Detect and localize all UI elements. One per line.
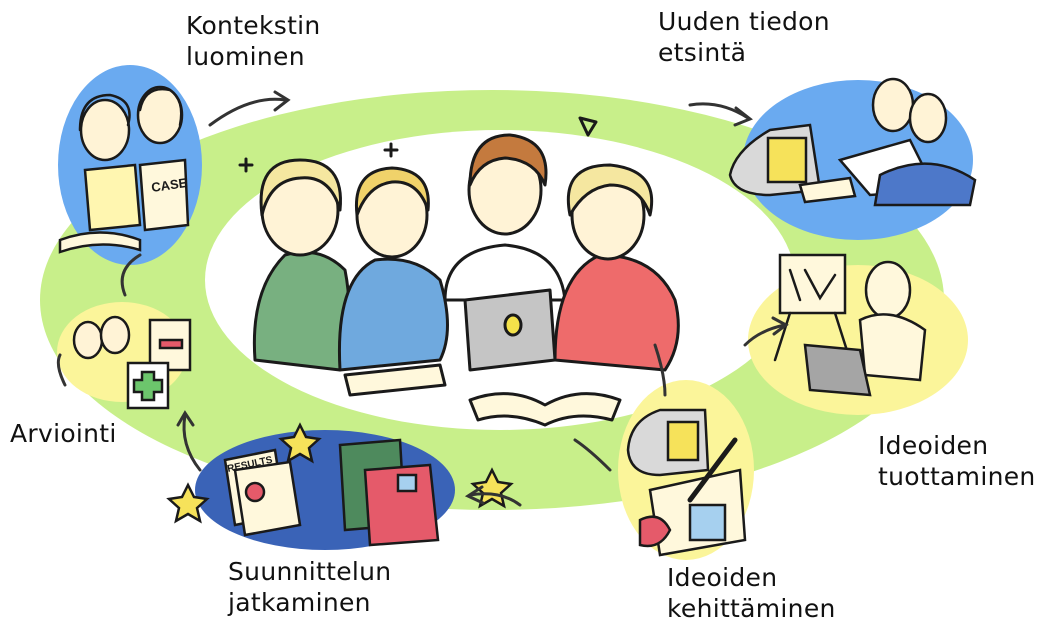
develop-illustration <box>626 408 747 557</box>
case-sign-text: CASE <box>150 175 188 195</box>
stage-label-search: Uuden tiedon etsintä <box>658 7 830 67</box>
stage-label-context: Kontekstin luominen <box>186 11 321 71</box>
context-illustration <box>58 85 190 254</box>
group-illustration <box>238 116 680 427</box>
stage-label-develop: Ideoiden kehittäminen <box>667 563 836 623</box>
evaluate-illustration <box>72 315 192 410</box>
stage-label-plan: Suunnittelun jatkaminen <box>228 557 392 617</box>
cycle-arrows <box>56 90 789 507</box>
search-illustration <box>728 77 977 207</box>
produce-illustration <box>773 253 927 397</box>
stage-label-evaluate: Arviointi <box>10 419 117 448</box>
stage-label-produce: Ideoiden tuottaminen <box>878 431 1036 491</box>
plan-illustration <box>166 422 514 547</box>
